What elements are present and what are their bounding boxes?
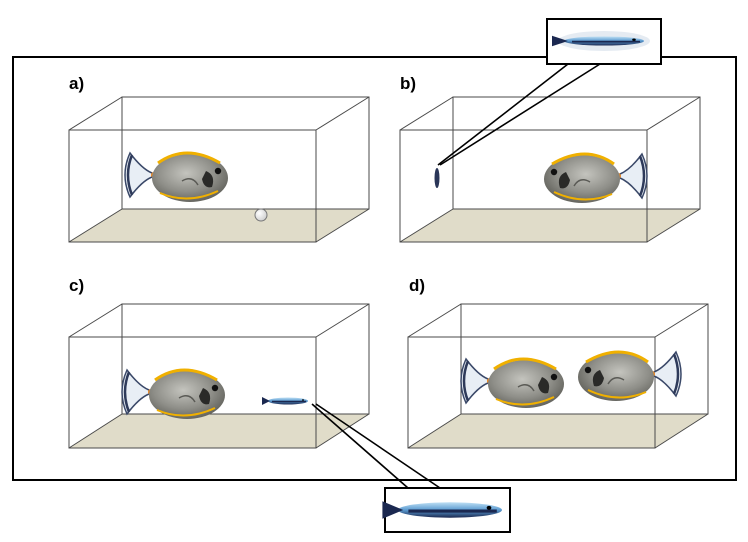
outer-frame [12,56,737,481]
surgeonfish-icon [123,151,230,204]
surgeonfish-icon [576,350,683,403]
panel-d: d) [407,276,709,449]
tank-b [399,96,701,243]
inset-cleaner-b [546,18,662,65]
callout-lines-b [437,63,601,166]
panel-b: b) [399,18,701,243]
panel-label-b: b) [400,74,416,93]
surgeonfish-icon [459,357,566,410]
ball-icon [254,208,268,222]
panel-label-d: d) [409,276,425,295]
panel-c: c) [68,276,511,533]
inset-cleaner-c [380,487,511,533]
tank-a [68,96,370,243]
callout-lines-c [311,403,441,489]
tank-c [68,303,370,449]
panel-a: a) [68,74,370,243]
panel-label-a: a) [69,74,84,93]
surgeonfish-icon [120,368,227,421]
cleaner-wrasse-icon [261,396,309,406]
tank-d [407,303,709,449]
cleaner-wrasse-icon [434,168,440,188]
surgeonfish-icon [542,152,649,205]
panel-label-c: c) [69,276,84,295]
